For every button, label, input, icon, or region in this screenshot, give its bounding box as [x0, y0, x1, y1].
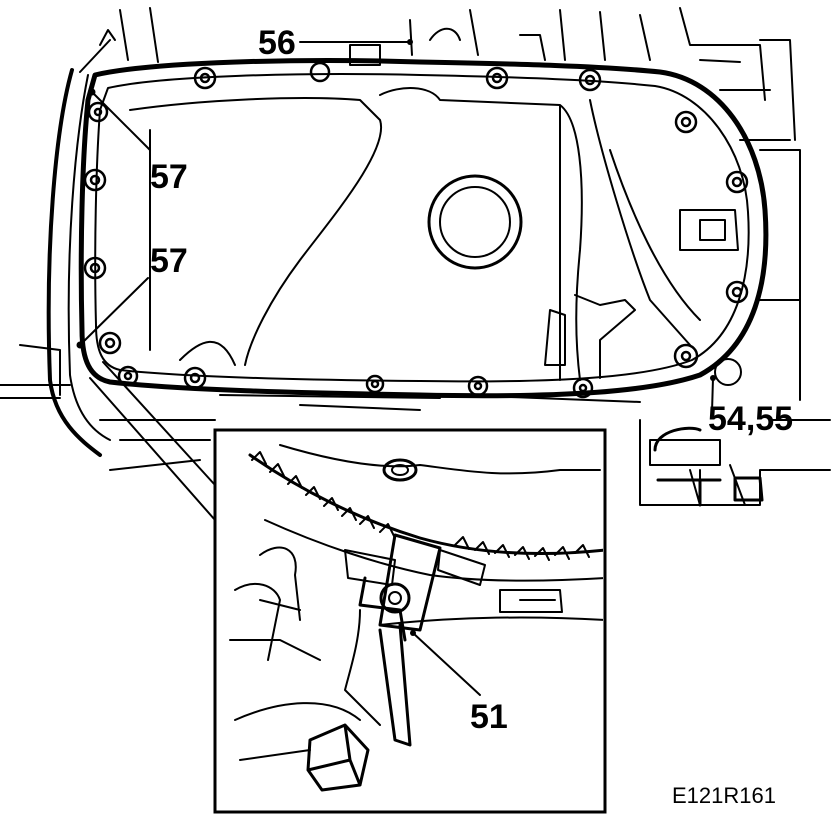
figure-code: E121R161 — [672, 783, 776, 808]
pan-bolts — [83, 61, 749, 399]
flywheel-ring-gear — [229, 444, 603, 792]
support-block — [306, 723, 370, 792]
dipstick-pipework — [653, 358, 764, 507]
callout-56: 56 — [258, 24, 296, 62]
callout-51: 51 — [470, 698, 508, 736]
leader-lines — [76, 39, 716, 413]
zoom-wedge — [89, 361, 216, 521]
flywheel-locking-tool — [378, 533, 442, 632]
callout-57-middle: 57 — [150, 242, 188, 280]
oil-pan — [78, 58, 769, 399]
callout-57-top: 57 — [150, 158, 188, 196]
engine-block-background — [0, 7, 831, 506]
callout-54-55: 54,55 — [708, 400, 793, 438]
left-flange — [46, 29, 116, 457]
detail-inset — [213, 428, 607, 814]
